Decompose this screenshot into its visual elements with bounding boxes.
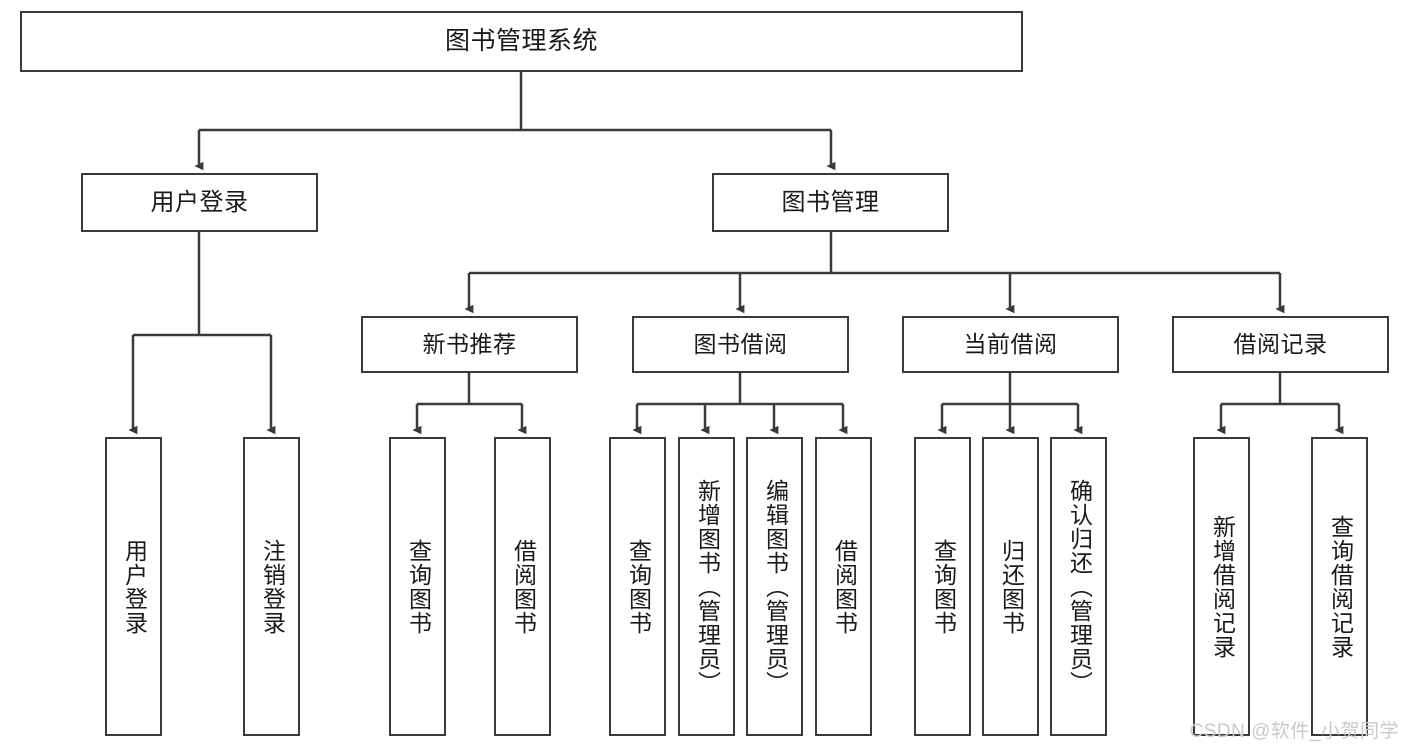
node-leaf-borrow-book-2[interactable]: 借阅图书	[815, 437, 872, 736]
node-label: 查询图书	[405, 538, 432, 635]
node-label: 新书推荐	[422, 331, 517, 358]
node-book-management[interactable]: 图书管理	[712, 173, 949, 232]
node-leaf-borrow-book-1[interactable]: 借阅图书	[494, 437, 551, 736]
node-label: 用户登录	[121, 538, 148, 635]
watermark-text: CSDN @软件_小贺同学	[1189, 721, 1399, 742]
node-label: 借阅记录	[1233, 331, 1328, 358]
node-leaf-user-logout[interactable]: 注销登录	[243, 437, 300, 736]
node-leaf-confirm-return[interactable]: 确认归还（管理员）	[1050, 437, 1107, 736]
node-label: 图书管理系统	[444, 27, 598, 56]
node-user-login[interactable]: 用户登录	[81, 173, 318, 232]
node-label: 借阅图书	[510, 538, 537, 635]
node-label: 查询图书	[930, 538, 957, 635]
node-label: 查询借阅记录	[1327, 514, 1354, 659]
node-label: 当前借阅	[963, 331, 1058, 358]
node-label: 图书管理	[781, 188, 880, 216]
node-label: 注销登录	[259, 538, 286, 635]
node-leaf-query-book-2[interactable]: 查询图书	[609, 437, 666, 736]
node-leaf-add-book[interactable]: 新增图书（管理员）	[678, 437, 735, 736]
node-leaf-query-record[interactable]: 查询借阅记录	[1311, 437, 1368, 736]
node-leaf-query-book-1[interactable]: 查询图书	[389, 437, 446, 736]
node-label: 借阅图书	[831, 538, 858, 635]
node-leaf-return-book[interactable]: 归还图书	[982, 437, 1039, 736]
node-leaf-query-book-3[interactable]: 查询图书	[914, 437, 971, 736]
node-label: 归还图书	[998, 538, 1025, 635]
node-label: 新增借阅记录	[1209, 514, 1236, 659]
node-label: 图书借阅	[693, 331, 788, 358]
node-label: 用户登录	[150, 188, 249, 216]
node-leaf-user-login[interactable]: 用户登录	[105, 437, 162, 736]
node-label: 编辑图书（管理员）	[762, 478, 789, 695]
node-label: 确认归还（管理员）	[1066, 478, 1093, 695]
node-book-borrow[interactable]: 图书借阅	[632, 316, 849, 373]
node-leaf-add-record[interactable]: 新增借阅记录	[1193, 437, 1250, 736]
node-new-book-recommend[interactable]: 新书推荐	[361, 316, 578, 373]
node-current-borrow[interactable]: 当前借阅	[902, 316, 1119, 373]
node-label: 新增图书（管理员）	[694, 478, 721, 695]
node-borrow-record[interactable]: 借阅记录	[1172, 316, 1389, 373]
node-leaf-edit-book[interactable]: 编辑图书（管理员）	[746, 437, 803, 736]
node-label: 查询图书	[625, 538, 652, 635]
node-root-system[interactable]: 图书管理系统	[20, 11, 1023, 72]
